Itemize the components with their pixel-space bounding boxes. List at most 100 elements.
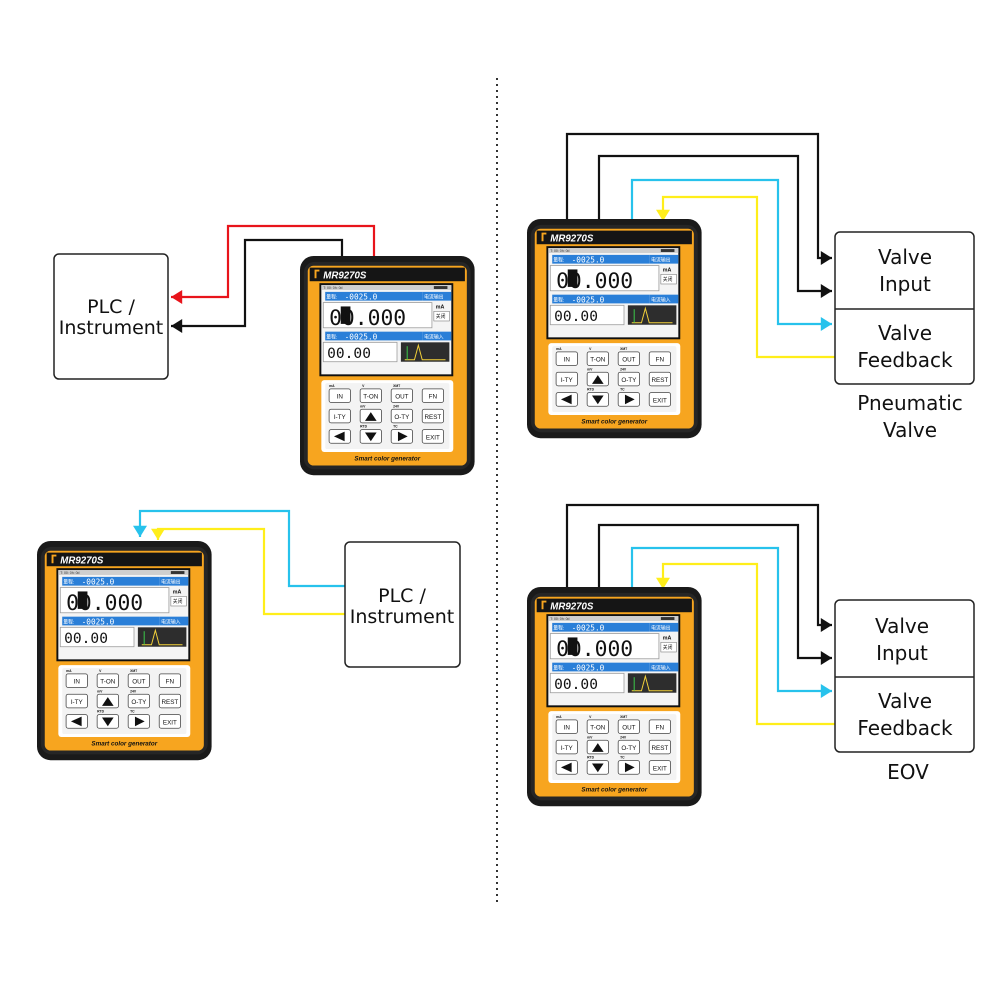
wire-black-outer-pneumatic-arrow bbox=[820, 251, 832, 265]
key-in-label: IN bbox=[564, 725, 571, 732]
wire-yellow-pneumatic bbox=[661, 195, 835, 359]
device-input-tag: 电流输入 bbox=[161, 618, 181, 625]
valve-input-label-1a: Valve bbox=[878, 245, 932, 269]
device-range-label-2: 量程: bbox=[63, 618, 74, 625]
eov-caption: EOV bbox=[887, 760, 929, 784]
key-oty-label: O-TY bbox=[621, 377, 637, 384]
wire-black-top-left-arrow bbox=[171, 319, 183, 333]
device-range-value-2: -0025.0 bbox=[572, 295, 605, 304]
wire-black-inner-pneumatic-arrow bbox=[820, 284, 832, 298]
key-fn-label: FN bbox=[656, 725, 665, 732]
key-sub-v: V bbox=[99, 669, 102, 673]
key-sub-tc: TC bbox=[393, 425, 398, 429]
key-out-label: OUT bbox=[622, 357, 635, 364]
plc-instrument-box-bottom bbox=[344, 541, 461, 668]
device-unit: mA bbox=[173, 589, 182, 595]
valve-feedback-label-1a: Valve bbox=[878, 321, 932, 345]
wire-cyan-eov bbox=[630, 546, 832, 693]
device-unit: mA bbox=[436, 304, 445, 310]
key-sub-rtd: RTD bbox=[587, 756, 594, 760]
device-main-value: 00.000 bbox=[66, 591, 143, 616]
valve-input-label-1b: Input bbox=[879, 272, 931, 296]
wire-cyan-bottom-left-arrow bbox=[133, 525, 147, 537]
valve-box-eov bbox=[834, 599, 975, 753]
valve-feedback-label-2b: Feedback bbox=[857, 716, 953, 740]
key-ity-label: I-TY bbox=[71, 699, 84, 706]
key-sub-tc: TC bbox=[620, 756, 625, 760]
device-footer: Smart color generator bbox=[354, 456, 420, 463]
pneumatic-caption-1: Pneumatic bbox=[857, 391, 963, 415]
device-unit: mA bbox=[663, 267, 672, 273]
plc-label-bottom-line1: PLC / bbox=[378, 585, 426, 607]
wire-group bbox=[133, 132, 835, 726]
device-model: MR9270S bbox=[323, 270, 367, 281]
key-in-label: IN bbox=[564, 357, 571, 364]
key-sub-tc: TC bbox=[620, 388, 625, 392]
device-range-label-1: 量程: bbox=[553, 625, 564, 632]
key-out-label: OUT bbox=[622, 725, 635, 732]
wire-yellow-eov bbox=[661, 562, 835, 726]
key-sub-v: V bbox=[362, 384, 365, 388]
key-rest-label: REST bbox=[424, 414, 441, 421]
wire-black-top-left bbox=[171, 238, 344, 328]
key-sub-24v: 24V bbox=[130, 689, 137, 693]
device-off-tag: 关闭 bbox=[173, 598, 183, 605]
valve-feedback-label-2a: Valve bbox=[878, 689, 932, 713]
device-range-value-2: -0025.0 bbox=[82, 617, 115, 626]
wire-cyan-eov-arrow bbox=[820, 684, 832, 698]
key-out-label: OUT bbox=[395, 394, 408, 401]
wire-cyan-pneumatic-arrow bbox=[820, 317, 832, 331]
device-off-tag: 关闭 bbox=[436, 313, 446, 320]
device-off-tag: 关闭 bbox=[663, 644, 673, 651]
plc-instrument-box-top bbox=[53, 253, 169, 380]
key-sub-24v: 24V bbox=[620, 735, 627, 739]
key-sub-mv: mV bbox=[587, 367, 593, 371]
key-sub-24v: 24V bbox=[620, 367, 627, 371]
device-range-value-1: -0025.0 bbox=[345, 293, 378, 302]
key-fn-label: FN bbox=[429, 394, 438, 401]
key-sub-xmt: XMT bbox=[130, 669, 138, 673]
device-second-value: 00.00 bbox=[554, 308, 598, 325]
key-oty-label: O-TY bbox=[621, 745, 637, 752]
key-exit-label: EXIT bbox=[653, 765, 667, 772]
valve-feedback-label-1b: Feedback bbox=[857, 348, 953, 372]
wire-yellow-bottom-left-arrow bbox=[151, 528, 165, 540]
key-sub-v: V bbox=[589, 715, 592, 719]
valve-box-pneumatic bbox=[834, 231, 975, 385]
key-sub-mv: mV bbox=[360, 404, 366, 408]
wire-yellow-eov-arrow bbox=[656, 577, 670, 589]
wire-red-top-left bbox=[171, 224, 376, 299]
wire-black-inner-eov-arrow bbox=[820, 651, 832, 665]
wire-black-inner-pneumatic bbox=[597, 154, 832, 293]
key-sub-rtd: RTD bbox=[360, 425, 367, 429]
key-rest-label: REST bbox=[161, 699, 178, 706]
key-sub-rtd: RTD bbox=[587, 388, 594, 392]
valve-input-label-2a: Valve bbox=[875, 614, 929, 638]
device-range-label-1: 量程: bbox=[553, 257, 564, 264]
key-sub-mv: mV bbox=[97, 689, 103, 693]
key-exit-label: EXIT bbox=[426, 434, 440, 441]
key-in-label: IN bbox=[74, 679, 81, 686]
key-sub-xmt: XMT bbox=[620, 347, 628, 351]
device-output-tag: 电流输出 bbox=[651, 625, 671, 632]
key-fn-label: FN bbox=[166, 679, 175, 686]
key-ton-label: T-ON bbox=[363, 394, 378, 401]
device-input-tag: 电流输入 bbox=[651, 296, 671, 303]
key-fn-label: FN bbox=[656, 357, 665, 364]
device-range-value-2: -0025.0 bbox=[345, 332, 378, 341]
key-sub-rtd: RTD bbox=[97, 710, 104, 714]
device-input-tag: 电流输入 bbox=[424, 333, 444, 340]
key-sub-v: V bbox=[589, 347, 592, 351]
device-status-bar: T: 00: 0h: 0d bbox=[550, 249, 569, 253]
key-sub-mv: mV bbox=[587, 735, 593, 739]
device-range-label-2: 量程: bbox=[553, 664, 564, 671]
key-ton-label: T-ON bbox=[590, 725, 605, 732]
device-status-bar: T: 00: 0h: 0d bbox=[60, 571, 79, 575]
device-output-tag: 电流输出 bbox=[424, 294, 444, 301]
device-footer: Smart color generator bbox=[581, 419, 647, 426]
plc-label-bottom-line2: Instrument bbox=[350, 606, 455, 628]
device-range-label-1: 量程: bbox=[326, 294, 337, 301]
key-sub-24v: 24V bbox=[393, 404, 400, 408]
